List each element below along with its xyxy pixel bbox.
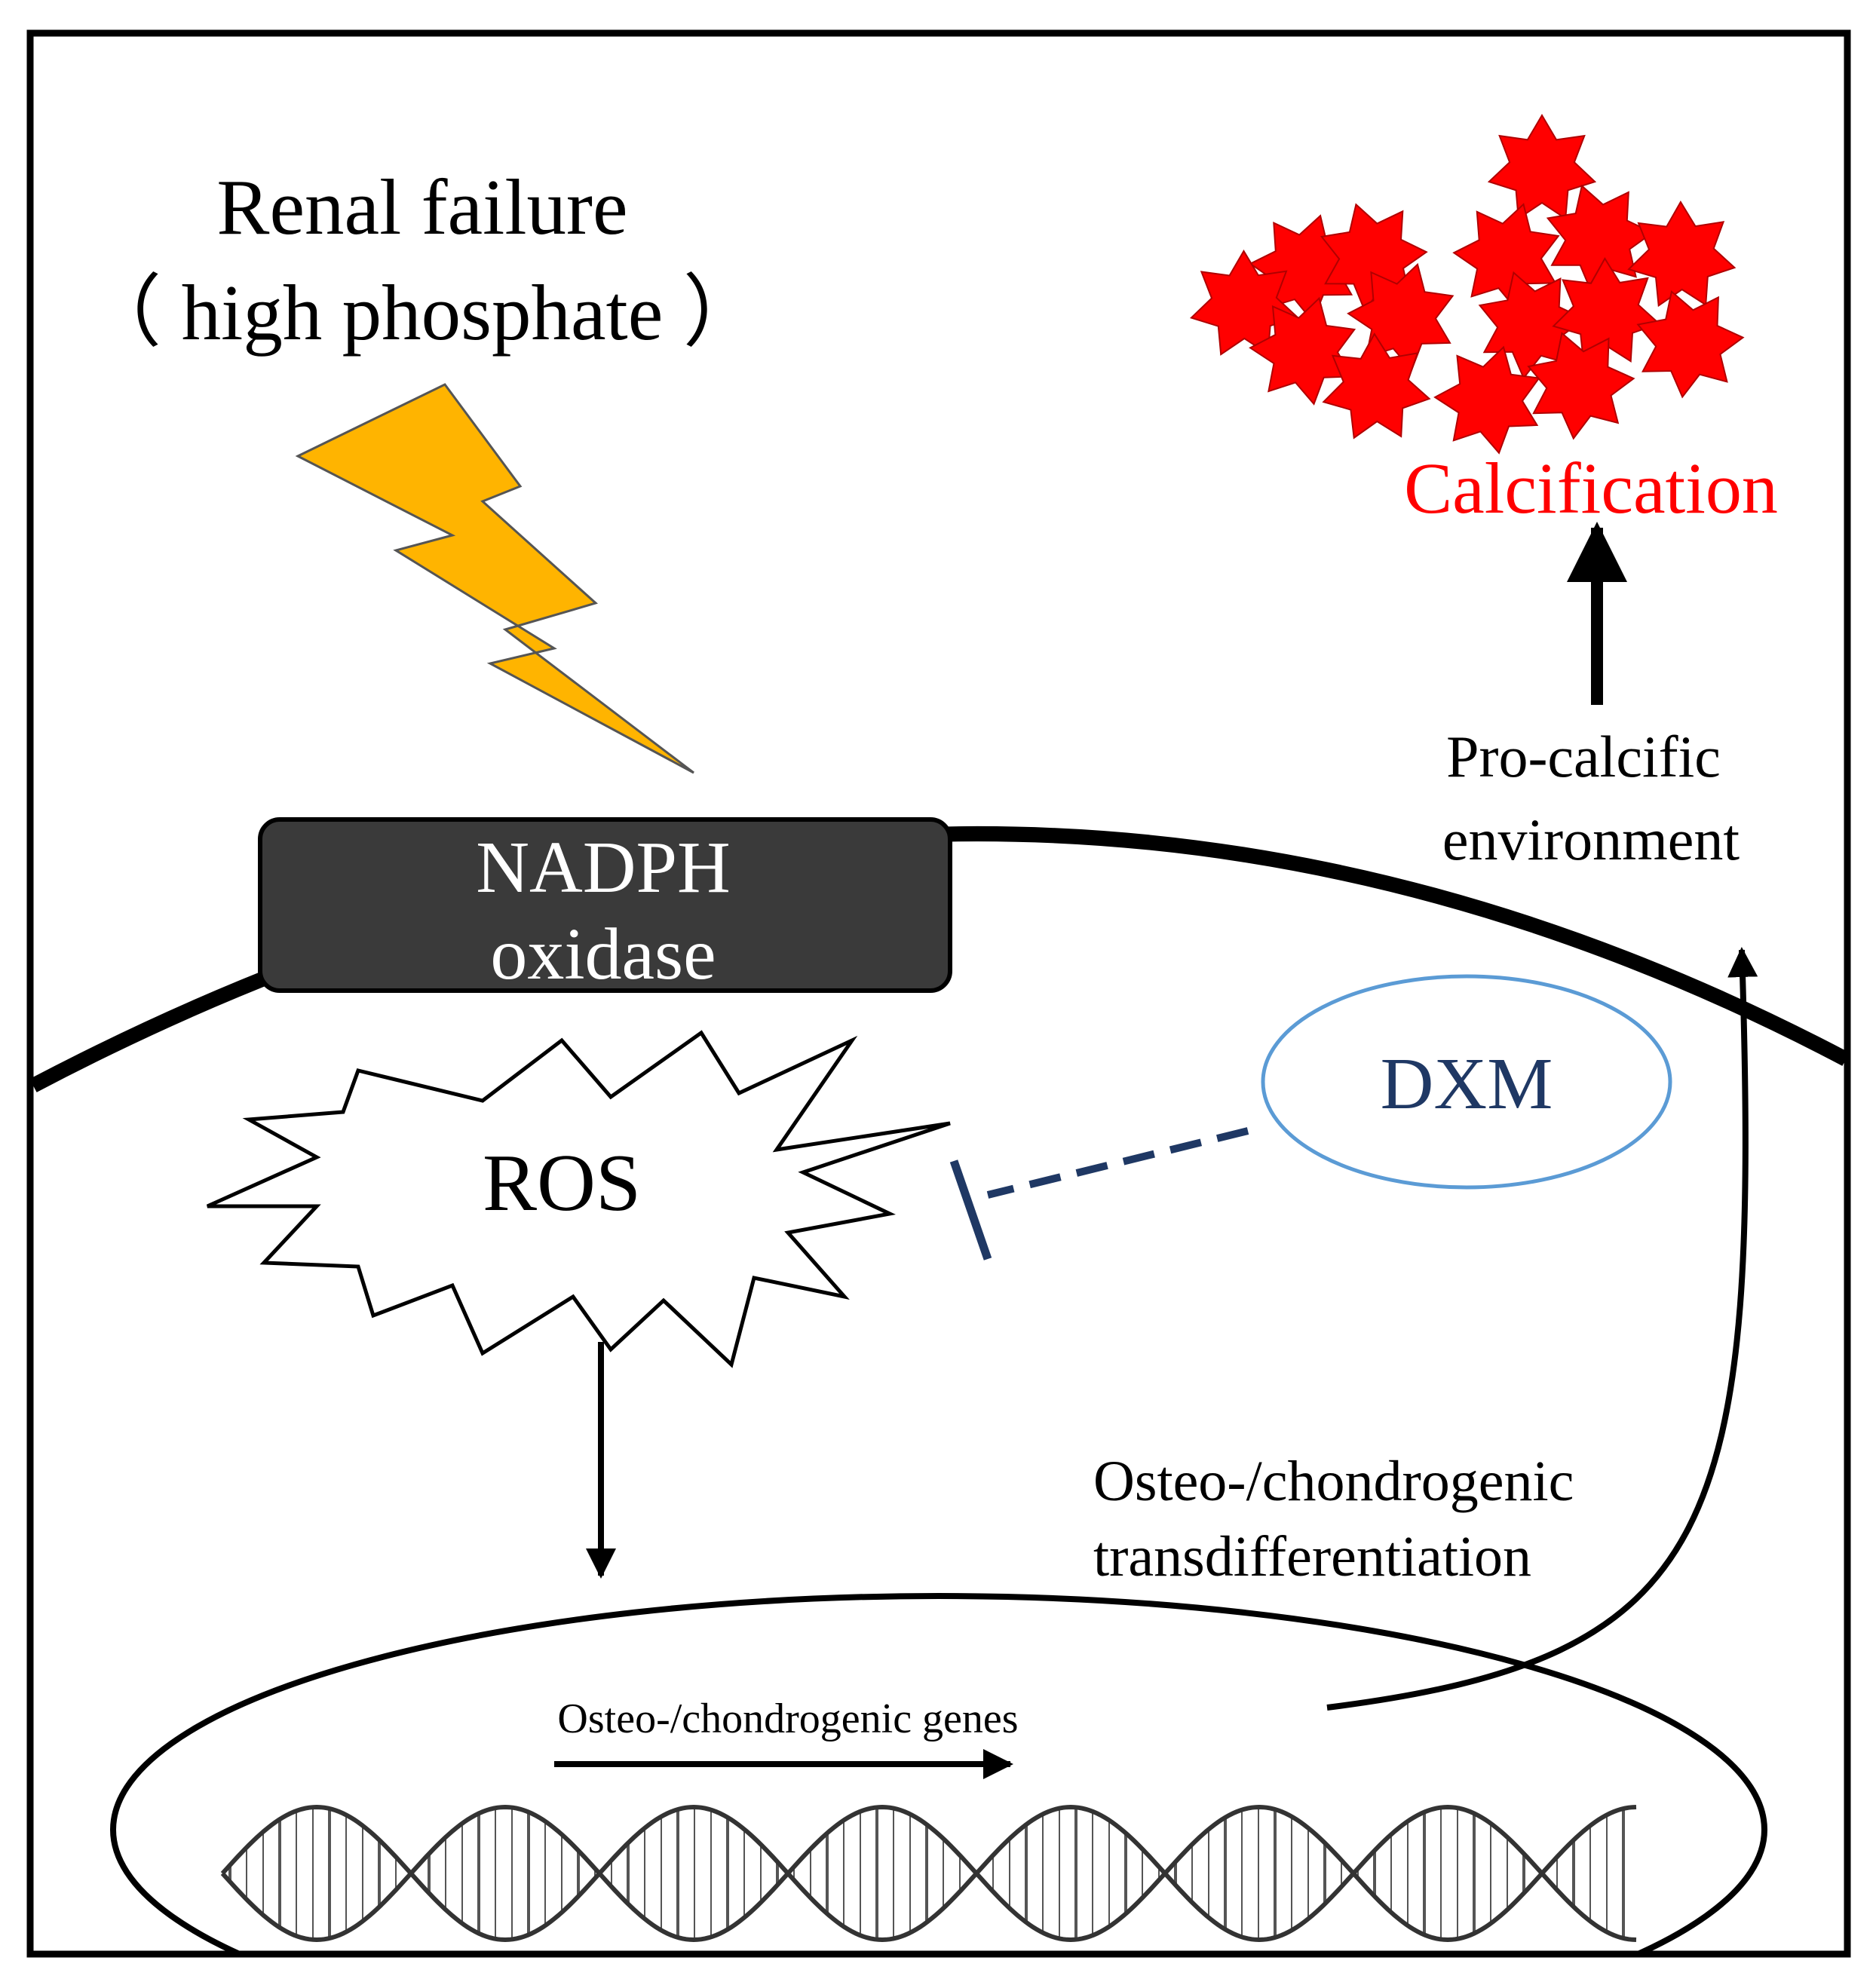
pro-calcific-label-line1: Pro-calcific <box>1446 724 1721 789</box>
nucleus <box>110 1593 1767 1954</box>
transdifferentiation-label-line2: transdifferentiation <box>1093 1525 1531 1588</box>
oxidase-label: oxidase <box>490 914 716 995</box>
calcification-crystal <box>1546 184 1654 293</box>
dna-helix <box>220 1804 1637 1943</box>
dna-strand-a <box>220 1804 1637 1943</box>
ros-starburst-shape <box>206 1030 951 1368</box>
inhibition-arrow <box>949 1127 1249 1261</box>
ros-burst: ROS <box>206 1030 951 1368</box>
calcification-label: Calcification <box>1404 448 1778 528</box>
calcification-crystals <box>1189 114 1745 455</box>
dxm-node: DXM <box>1261 974 1672 1190</box>
calcification-crystal <box>1487 114 1597 220</box>
calcification-crystal <box>1322 332 1431 440</box>
genes-label: Osteo-/chondrogenic genes <box>557 1696 1018 1742</box>
calcification-crystal <box>1527 332 1635 440</box>
calcification-crystal <box>1636 289 1745 399</box>
dna-strand-b <box>220 1804 1637 1943</box>
calcification-crystal <box>1627 201 1737 308</box>
high-phosphate-subtitle: （ high phosphate ） <box>82 268 762 357</box>
lightning-bolt-icon <box>295 383 694 774</box>
nadph-oxidase-box: NADPH oxidase <box>258 817 952 995</box>
renal-failure-title: Renal failure <box>216 163 627 251</box>
transdifferentiation-arrow <box>1326 947 1758 1711</box>
transdifferentiation-label-line1: Osteo-/chondrogenic <box>1093 1450 1574 1513</box>
calcification-crystal <box>1433 345 1540 455</box>
pro-calcific-label-line2: environment <box>1442 807 1740 872</box>
dxm-label: DXM <box>1381 1043 1553 1125</box>
nadph-label: NADPH <box>476 827 731 908</box>
dxm-ellipse <box>1261 974 1672 1190</box>
calcification-crystal <box>1452 203 1560 312</box>
ros-label: ROS <box>483 1138 641 1228</box>
